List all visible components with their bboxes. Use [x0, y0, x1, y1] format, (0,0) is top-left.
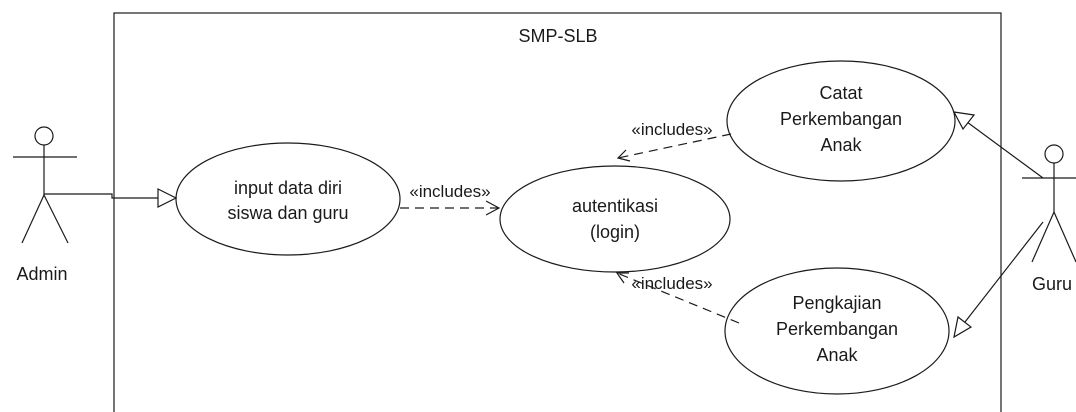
- use-case-catat-line-3: Anak: [820, 135, 862, 155]
- association-guru-pengkajian-arrowhead: [953, 315, 973, 339]
- use-case-autentikasi-line-1: autentikasi: [572, 196, 658, 216]
- actor-admin-label: Admin: [16, 264, 67, 284]
- system-boundary-title: SMP-SLB: [518, 26, 597, 46]
- actor-admin-right-leg: [43, 194, 69, 244]
- association-guru-pengkajian: [953, 221, 1044, 339]
- actor-admin-head: [34, 126, 54, 146]
- association-guru-catat: [952, 111, 1044, 179]
- include-catat-auth-arrowhead: [616, 149, 631, 162]
- use-case-input-data-line-1: input data diri: [234, 178, 342, 198]
- use-case-catat-line-1: Catat: [819, 83, 862, 103]
- association-guru-catat-arrowhead: [952, 111, 976, 131]
- actor-guru[interactable]: [1022, 144, 1076, 263]
- use-case-autentikasi[interactable]: autentikasi (login): [499, 165, 731, 273]
- include-pengkajian-auth-arrowhead: [615, 272, 629, 284]
- association-admin-input-line: [44, 193, 159, 199]
- association-guru-pengkajian-line: [964, 221, 1044, 323]
- system-boundary: SMP-SLB: [113, 12, 1002, 412]
- actor-guru-left-leg: [1031, 211, 1055, 263]
- use-case-input-data[interactable]: input data diri siswa dan guru: [175, 142, 401, 256]
- use-case-pengkajian-line-1: Pengkajian: [792, 293, 881, 313]
- association-guru-catat-line: [966, 121, 1044, 179]
- include-pengkajian-auth-line: [616, 272, 740, 324]
- use-case-input-data-ellipse: [175, 142, 401, 256]
- actor-guru-head: [1044, 144, 1064, 164]
- use-case-catat[interactable]: Catat Perkembangan Anak: [726, 60, 956, 182]
- actor-guru-right-leg: [1053, 211, 1076, 263]
- use-case-autentikasi-ellipse: [499, 165, 731, 273]
- use-case-pengkajian-ellipse: [724, 267, 950, 395]
- use-case-catat-ellipse: [726, 60, 956, 182]
- association-admin-input-arrowhead: [157, 188, 178, 208]
- actor-guru-label: Guru: [1032, 274, 1072, 294]
- use-case-autentikasi-line-2: (login): [590, 222, 640, 242]
- use-case-pengkajian[interactable]: Pengkajian Perkembangan Anak: [724, 267, 950, 395]
- include-input-auth: [400, 200, 501, 216]
- include-pengkajian-auth: [615, 272, 740, 324]
- include-catat-auth: [616, 133, 732, 162]
- association-admin-input: [44, 188, 178, 208]
- include-catat-auth-line: [617, 133, 732, 159]
- use-case-input-data-line-2: siswa dan guru: [227, 203, 348, 223]
- actor-admin[interactable]: [13, 126, 77, 244]
- system-boundary-box: [113, 12, 1002, 412]
- use-case-pengkajian-line-2: Perkembangan: [776, 319, 898, 339]
- use-case-pengkajian-line-3: Anak: [816, 345, 858, 365]
- include-catat-auth-label: «includes»: [631, 120, 712, 139]
- include-input-auth-label: «includes»: [409, 182, 490, 201]
- use-case-catat-line-2: Perkembangan: [780, 109, 902, 129]
- include-pengkajian-auth-label: «includes»: [631, 274, 712, 293]
- actor-admin-left-leg: [21, 194, 45, 244]
- include-input-auth-arrowhead: [485, 200, 501, 216]
